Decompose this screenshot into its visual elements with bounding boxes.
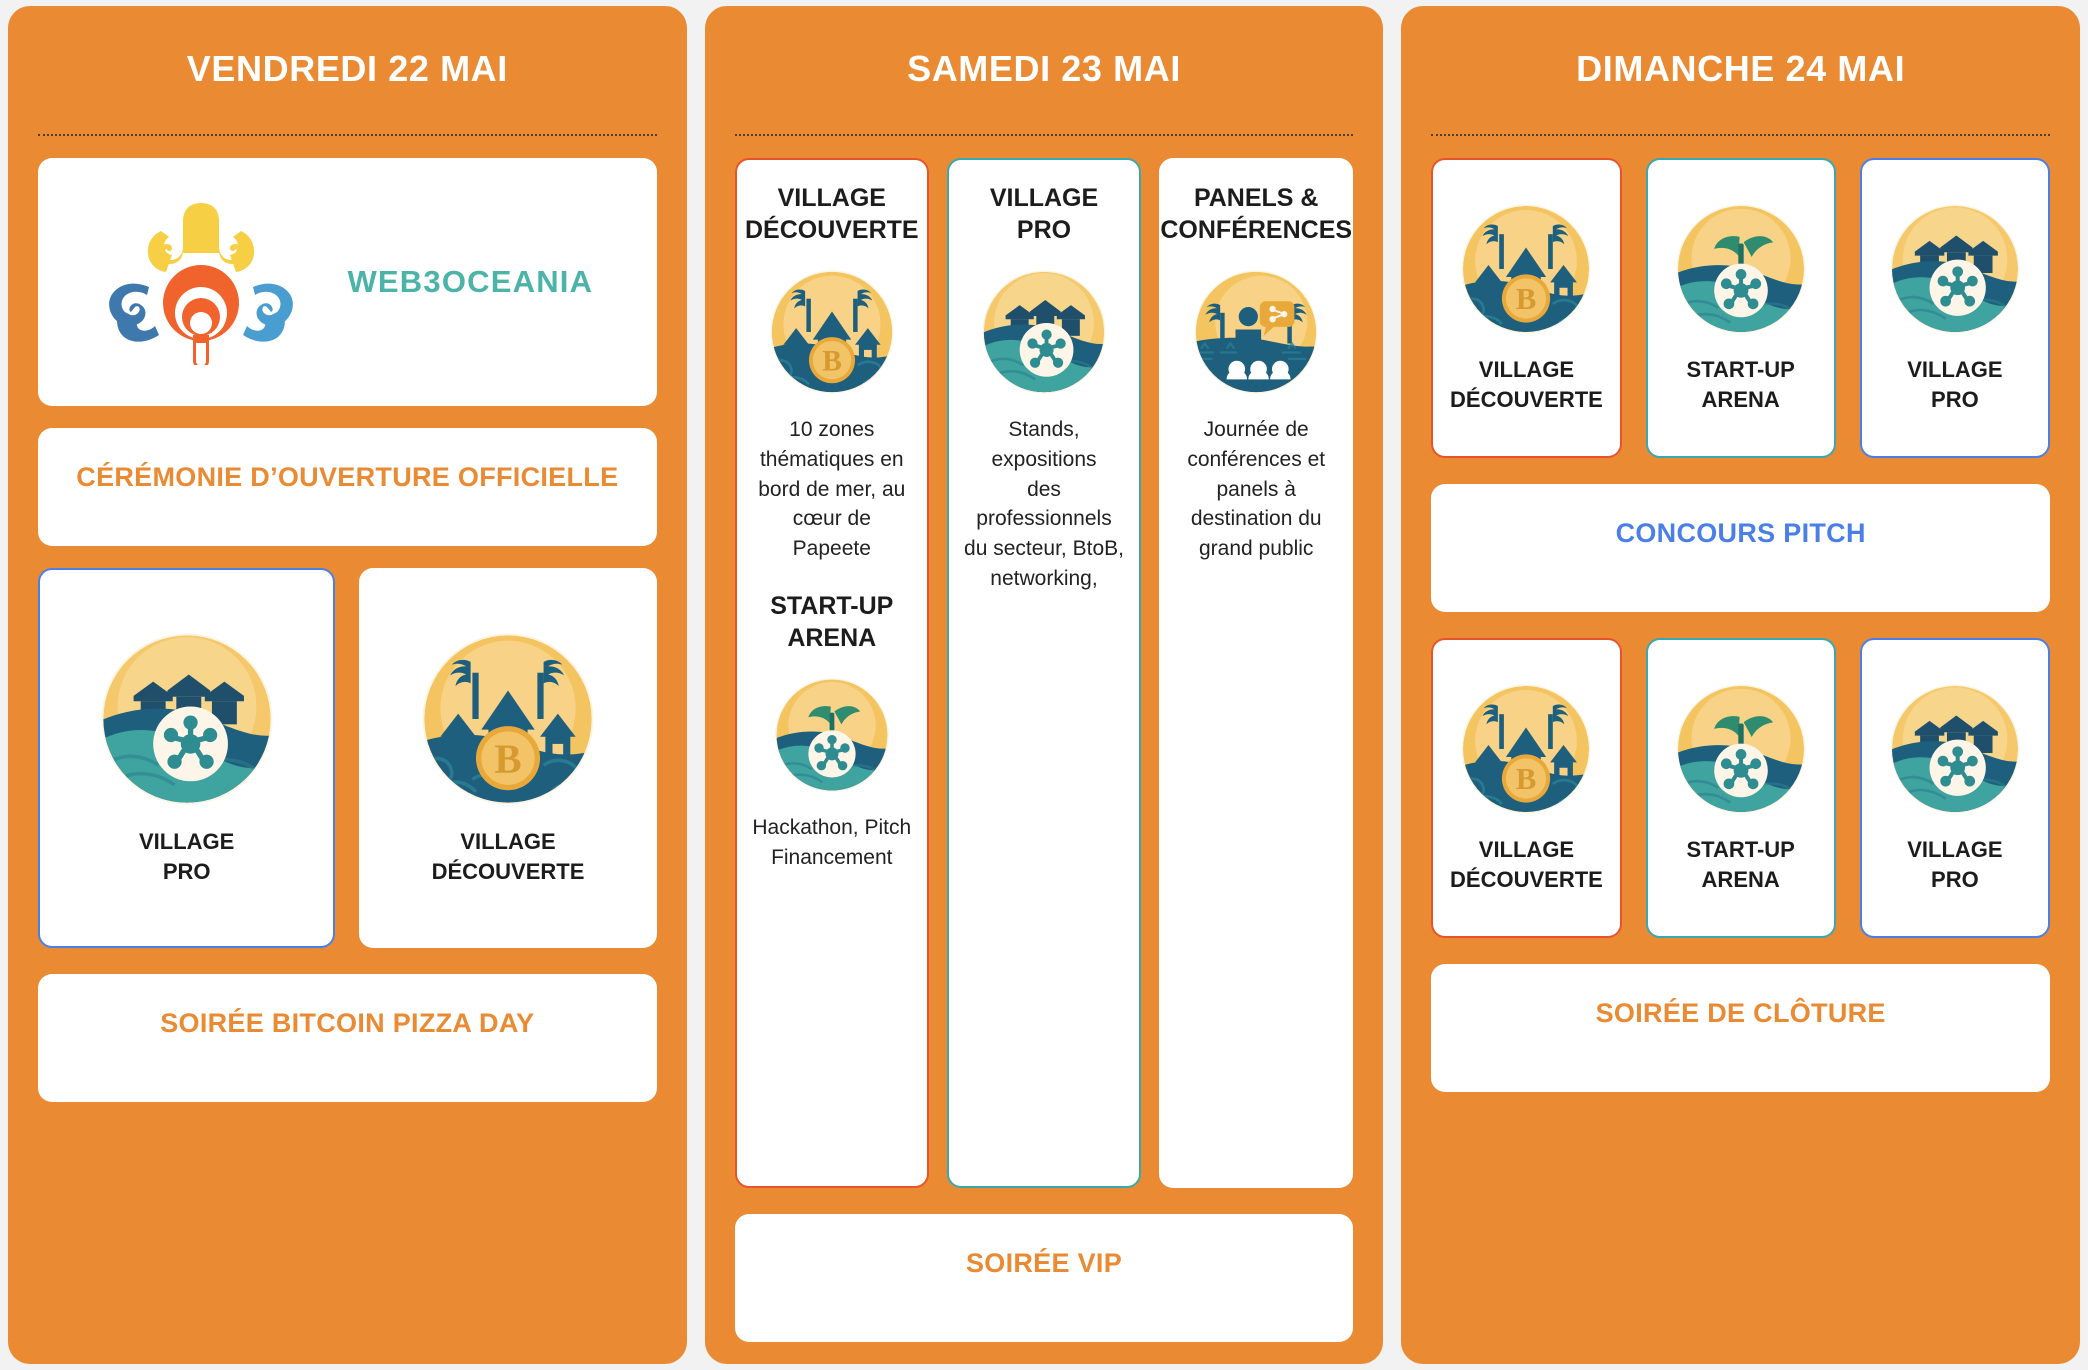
tile-label: START-UP ARENA <box>1686 836 1795 892</box>
svg-text:B: B <box>822 345 842 377</box>
panel-title: VILLAGE PRO <box>989 184 1099 244</box>
day-column-sunday: DIMANCHE 24 MAI <box>1401 6 2081 1364</box>
tile-village-decouverte[interactable]: B VILLAGE DÉCOUVERTE <box>359 568 657 948</box>
tile-village-pro[interactable]: VILLAGE PRO <box>38 568 336 948</box>
saturday-evening-label: SOIRÉE VIP <box>965 1248 1123 1278</box>
tile-village-decouverte[interactable]: B VILLAGE DÉCOUVERTE <box>1431 158 1622 458</box>
panel-village-decouverte[interactable]: VILLAGE DÉCOUVERTE <box>734 158 929 1188</box>
friday-evening-banner[interactable]: SOIRÉE BITCOIN PIZZA DAY <box>38 974 657 1102</box>
day-column-saturday: SAMEDI 23 MAI VILLAGE DÉCOUVERTE <box>704 6 1384 1364</box>
village-decouverte-icon: B <box>1459 202 1593 341</box>
brand-logo-card: WEB3OCEANIA <box>38 158 657 406</box>
svg-text:B: B <box>1516 762 1537 796</box>
start-up-arena-icon <box>1674 202 1808 341</box>
panels-conferences-icon <box>1192 268 1320 401</box>
sunday-evening-label: SOIRÉE DE CLÔTURE <box>1595 998 1886 1028</box>
saturday-evening-banner[interactable]: SOIRÉE VIP <box>734 1214 1354 1342</box>
title-divider <box>1431 134 2051 136</box>
ceremony-label: CÉRÉMONIE D’OUVERTURE OFFICIELLE <box>76 462 619 492</box>
tile-label: VILLAGE DÉCOUVERTE <box>1450 836 1603 892</box>
village-decouverte-icon: B <box>419 630 597 813</box>
tile-label: VILLAGE DÉCOUVERTE <box>431 828 585 884</box>
friday-tile-row: VILLAGE PRO <box>38 568 657 948</box>
tile-start-up-arena[interactable]: START-UP ARENA <box>1645 158 1836 458</box>
pitch-contest-banner[interactable]: CONCOURS PITCH <box>1431 484 2051 612</box>
sunday-evening-banner[interactable]: SOIRÉE DE CLÔTURE <box>1431 964 2051 1092</box>
panel-title: PANELS & CONFÉRENCES <box>1160 184 1353 244</box>
tile-label: START-UP ARENA <box>1686 356 1795 412</box>
title-divider <box>38 134 657 136</box>
village-pro-icon <box>980 268 1108 401</box>
day-column-friday: VENDREDI 22 MAI <box>8 6 687 1364</box>
panel-village-pro[interactable]: VILLAGE PRO <box>946 158 1142 1188</box>
tile-label: VILLAGE DÉCOUVERTE <box>1450 356 1603 412</box>
pitch-contest-label: CONCOURS PITCH <box>1615 518 1866 548</box>
start-up-arena-icon <box>773 676 891 799</box>
web3oceania-logo-icon <box>101 195 301 370</box>
panel-sub-description: Hackathon, Pitch Financement <box>752 816 912 869</box>
sunday-bottom-tile-row: B VILLAGE DÉCOUVERTE <box>1431 638 2050 938</box>
day-title-sunday: DIMANCHE 24 MAI <box>1576 48 1906 89</box>
day-title-saturday: SAMEDI 23 MAI <box>907 48 1181 89</box>
panel-panels-conferences[interactable]: PANELS & CONFÉRENCES <box>1159 158 1354 1188</box>
saturday-panels: VILLAGE DÉCOUVERTE <box>734 158 1354 1188</box>
start-up-arena-icon <box>1674 682 1808 821</box>
tile-village-pro[interactable]: VILLAGE PRO <box>1859 638 2050 938</box>
tile-start-up-arena[interactable]: START-UP ARENA <box>1645 638 1836 938</box>
panel-subtitle: START-UP ARENA <box>770 592 894 653</box>
ceremony-banner[interactable]: CÉRÉMONIE D’OUVERTURE OFFICIELLE <box>38 428 657 546</box>
panel-description: Stands, expositions des professionnels d… <box>964 418 1124 591</box>
tile-label: VILLAGE PRO <box>139 828 235 884</box>
sunday-top-tile-row: B VILLAGE DÉCOUVERTE <box>1431 158 2050 458</box>
svg-text:B: B <box>494 736 521 781</box>
friday-evening-label: SOIRÉE BITCOIN PIZZA DAY <box>160 1008 535 1038</box>
tile-label: VILLAGE PRO <box>1907 836 2003 892</box>
brand-name: WEB3OCEANIA <box>347 264 594 299</box>
panel-description: 10 zones thématiques en bord de mer, au … <box>758 418 906 561</box>
panel-description: Journée de conférences et panels à desti… <box>1187 418 1326 561</box>
panel-title: VILLAGE DÉCOUVERTE <box>744 184 919 244</box>
village-decouverte-icon: B <box>768 268 896 401</box>
tile-label: VILLAGE PRO <box>1907 356 2003 412</box>
svg-text:B: B <box>1516 282 1537 316</box>
tile-village-decouverte[interactable]: B VILLAGE DÉCOUVERTE <box>1431 638 1622 938</box>
village-decouverte-icon: B <box>1459 682 1593 821</box>
village-pro-icon <box>1888 202 2022 341</box>
village-pro-icon <box>98 630 276 813</box>
day-title-friday: VENDREDI 22 MAI <box>186 48 508 89</box>
village-pro-icon <box>1888 682 2022 821</box>
tile-village-pro[interactable]: VILLAGE PRO <box>1859 158 2050 458</box>
title-divider <box>734 134 1354 136</box>
